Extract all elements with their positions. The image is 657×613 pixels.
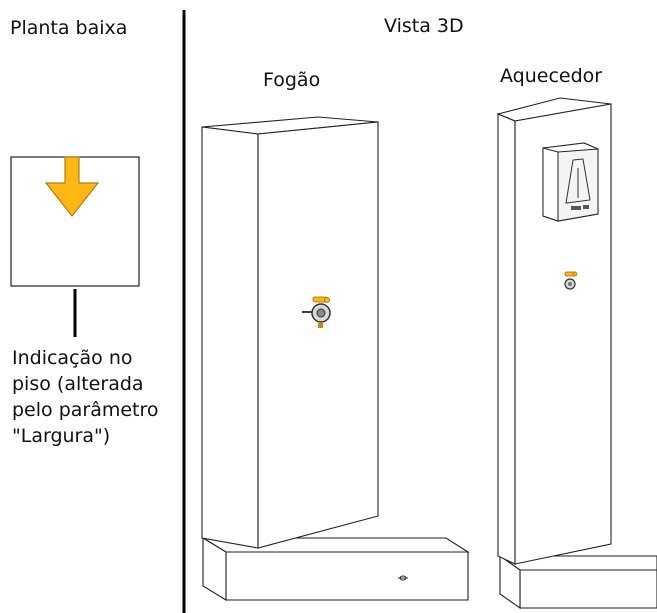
floor-plan-title: Planta baixa: [10, 17, 128, 39]
floor-indicator-note-line-2: piso (alterada: [12, 373, 144, 395]
stove-panel-3d: [201, 116, 470, 601]
heater-base-side: [499, 554, 521, 610]
heater-valve-icon: [564, 271, 578, 290]
stove-base-side: [202, 537, 227, 601]
heater-base-front: [519, 569, 657, 609]
floor-indicator-note-line-4: "Largura"): [12, 425, 111, 447]
heater-panel-3d: [496, 97, 657, 610]
water-heater-unit-icon: [542, 142, 599, 222]
stove-label: Fogão: [263, 69, 321, 91]
stove-column-front: [257, 121, 379, 549]
stove-floor-outlet-icon: [398, 575, 408, 581]
stove-valve-icon: [302, 296, 331, 328]
floor-indicator-note-line-3: pelo parâmetro: [12, 399, 159, 421]
heater-column-front: [514, 103, 612, 565]
stove-base-front: [225, 551, 469, 601]
floor-direction-arrow-icon: [44, 156, 100, 217]
floor-indicator-note-line-1: Indicação no: [12, 347, 133, 369]
heater-column-side: [497, 113, 516, 565]
heater-label: Aquecedor: [500, 65, 603, 87]
stove-column-side: [201, 126, 259, 549]
view-3d-title: Vista 3D: [384, 15, 464, 37]
